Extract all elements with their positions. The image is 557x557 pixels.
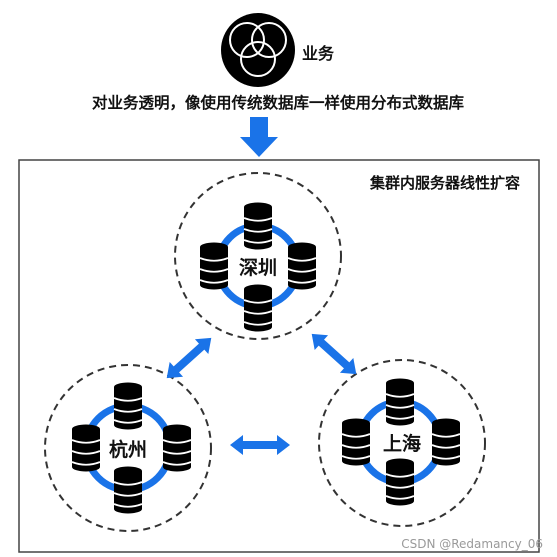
node-boundary (44, 364, 212, 532)
node-boundary (318, 359, 486, 527)
database-icon (162, 423, 192, 473)
node-label-shenzhen: 深圳 (239, 256, 277, 279)
sync-arrow-shenzhen-hangzhou (160, 330, 218, 386)
node-label-shanghai: 上海 (383, 432, 421, 455)
sync-arrow-hangzhou-shanghai (230, 435, 290, 455)
node-shenzhen: 深圳 (174, 172, 342, 340)
node-shanghai: 上海 (318, 359, 486, 527)
database-icon (431, 417, 461, 467)
database-icon (287, 241, 317, 291)
cluster-frame (18, 159, 540, 553)
node-label-hangzhou: 杭州 (109, 438, 147, 461)
database-icon (243, 283, 273, 333)
cluster-label: 集群内服务器线性扩容 (369, 174, 520, 192)
business-label: 业务 (302, 44, 335, 63)
node-boundary (174, 172, 342, 340)
database-icon (341, 417, 371, 467)
database-icon (385, 457, 415, 507)
database-icon (71, 423, 101, 473)
venn-circles-icon (221, 13, 295, 87)
node-hangzhou: 杭州 (44, 364, 212, 532)
database-icon (385, 377, 415, 427)
sync-arrow-shenzhen-shanghai (305, 326, 363, 382)
database-icon (199, 241, 229, 291)
database-icon (113, 381, 143, 431)
database-icon (113, 465, 143, 515)
database-icon (243, 201, 273, 251)
transparency-text: 对业务透明，像使用传统数据库一样使用分布式数据库 (92, 93, 465, 112)
watermark: CSDN @Redamancy_06 (401, 537, 543, 551)
down-arrow (240, 117, 278, 157)
